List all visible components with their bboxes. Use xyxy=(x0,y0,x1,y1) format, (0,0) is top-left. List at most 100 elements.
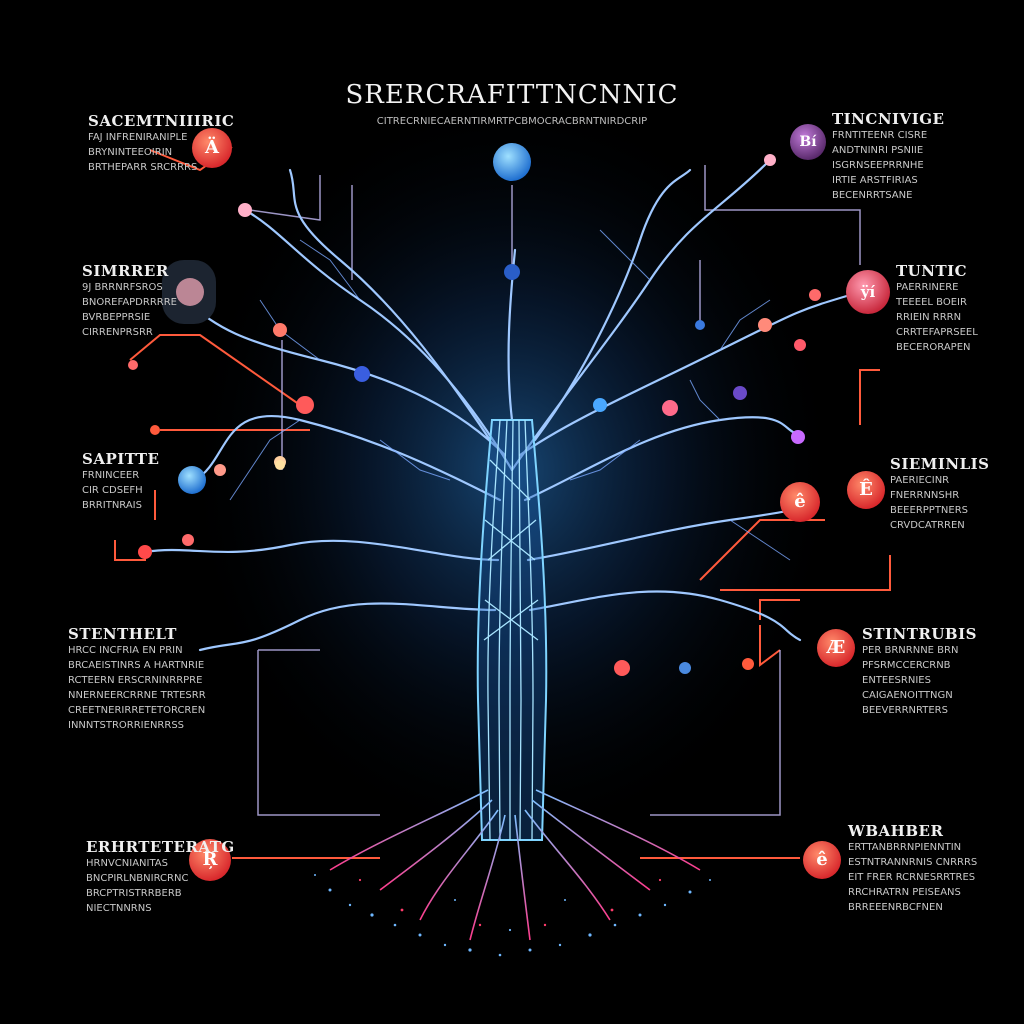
block-line: CIRRENPRSRR xyxy=(82,327,153,338)
block-heading: ERHRTETERATG xyxy=(86,838,235,856)
dot xyxy=(758,318,772,332)
block-line: ISGRNSEEPRRNHE xyxy=(832,160,924,171)
dot xyxy=(614,660,630,676)
text-block-upper-right: TUNTIC PAERRINERE TEEEEL BOEIR RRIEIN RR… xyxy=(896,262,1016,355)
block-line: BECERORAPEN xyxy=(896,342,971,353)
dot xyxy=(296,396,314,414)
root-8 xyxy=(535,789,701,871)
block-heading: SIEMINLIS xyxy=(890,455,990,473)
block-heading: SIMRRER xyxy=(82,262,169,280)
connector-right-upper xyxy=(859,369,880,425)
node-mid-right-b xyxy=(847,471,885,509)
block-line: BVRBEPPRSIE xyxy=(82,312,151,323)
block-line: PAERRINERE xyxy=(896,282,959,293)
block-heading: SAPITTE xyxy=(82,450,160,468)
branch-right-4 xyxy=(528,590,802,642)
block-line: PER BRNRNNE BRN xyxy=(862,645,959,656)
dot xyxy=(662,400,678,416)
block-line: FRNTITEENR CISRE xyxy=(832,130,928,141)
text-block-upper-left: SIMRRER 9J BRRNRFSROS BNOREFAPDRRRRE BVR… xyxy=(82,262,252,340)
sub-branch-7 xyxy=(729,519,791,561)
block-line: RCTEERN ERSCRNINRRPRE xyxy=(68,675,203,686)
node-lower-right xyxy=(817,629,855,667)
dot xyxy=(138,545,152,559)
block-line: FAJ INFRENIRANIPLE xyxy=(88,132,188,143)
node-upper-left xyxy=(176,278,204,306)
page-subtitle: CITRECRNIECAERNTIRMRTPCBMOCRACBRNTNIRDCR… xyxy=(376,116,648,127)
root-4 xyxy=(514,814,531,941)
frame-lines xyxy=(249,165,861,816)
block-line: CRRTEFAPRSEEL xyxy=(896,327,978,338)
sub-branch-4 xyxy=(599,229,651,281)
sub-branch-1 xyxy=(299,239,361,301)
node-mid-right-a xyxy=(780,482,820,522)
node-bottom-left xyxy=(189,839,231,881)
branch-top-left xyxy=(288,168,492,442)
block-line: CAIGAENOITTNGN xyxy=(862,690,953,701)
block-line: HRCC INCFRIA EN PRIN xyxy=(68,645,183,656)
block-line: RRIEIN RRRN xyxy=(896,312,962,323)
dot xyxy=(791,430,805,444)
block-line: INNNTSTRORRIENRRSS xyxy=(68,720,185,731)
root-1 xyxy=(379,799,493,891)
node-upper-right xyxy=(846,270,890,314)
dot xyxy=(238,203,252,217)
connector-right-mid xyxy=(720,555,891,591)
block-line: RRCHRATRN PEISEANS xyxy=(848,887,961,898)
dot xyxy=(150,425,160,435)
root-particles-red xyxy=(358,878,662,927)
dot xyxy=(593,398,607,412)
block-line: NIECTNNRNS xyxy=(86,903,152,914)
dot xyxy=(275,460,285,470)
page-title: SRERCRAFITTNCNNIC xyxy=(345,80,679,110)
block-line: BRREEENRBCFNEN xyxy=(848,902,943,913)
text-block-top-right: TINCNIVIGE FRNTITEENR CISRE ANDTNINRI PS… xyxy=(832,110,1002,203)
block-line: CIR CDSEFH xyxy=(82,485,143,496)
dot xyxy=(742,658,754,670)
block-heading: STENTHELT xyxy=(68,625,177,643)
frame-right xyxy=(650,650,781,816)
root-6 xyxy=(531,799,651,891)
branch-right-2 xyxy=(523,416,802,502)
block-line: BRTHEPARR SRCRRRS xyxy=(88,162,198,173)
node-top-right xyxy=(790,124,826,160)
junction-dots xyxy=(128,154,821,676)
node-top-center xyxy=(493,143,531,181)
dot xyxy=(182,534,194,546)
dot xyxy=(679,662,691,674)
block-line: PAERIECINR xyxy=(890,475,950,486)
block-line: BECENRRTSANE xyxy=(832,190,913,201)
block-line: CREETNERIRRETETORCREN xyxy=(68,705,206,716)
block-line: HRNVCNIANITAS xyxy=(86,858,168,869)
sub-branch-5 xyxy=(719,299,771,351)
dot xyxy=(354,366,370,382)
block-line: FNERRNNSHR xyxy=(890,490,960,501)
trunk-strands xyxy=(483,419,539,841)
block-heading: TUNTIC xyxy=(896,262,968,280)
sub-branch-6 xyxy=(689,379,721,421)
block-line: CRVDCATRREN xyxy=(890,520,965,531)
block-line: BEEERPPTNERS xyxy=(890,505,969,516)
branch-right-1 xyxy=(518,293,852,457)
block-line: TEEEEL BOEIR xyxy=(896,297,967,308)
dot xyxy=(504,264,520,280)
block-line: BRCAEISTINRS A HARTNRIE xyxy=(68,660,205,671)
block-line: ESTNTRANNRNIS CNRRRS xyxy=(848,857,978,868)
branch-upper-left xyxy=(243,208,514,472)
block-line: 9J BRRNRFSROS xyxy=(82,282,163,293)
dot xyxy=(764,154,776,166)
text-block-mid-right: SIEMINLIS PAERIECINR FNERRNNSHR BEEERPPT… xyxy=(890,455,1015,533)
trunk xyxy=(476,419,548,841)
connector-right-low xyxy=(759,625,781,667)
sub-branch-9 xyxy=(569,439,641,481)
block-line: NNERNEERCRRNE TRTESRR xyxy=(68,690,206,701)
root-3 xyxy=(469,814,506,941)
block-line: PFSRMCCERCRNB xyxy=(862,660,951,671)
block-heading: WBAHBER xyxy=(848,822,944,840)
block-line: BRCPTRISTRRBERB xyxy=(86,888,182,899)
node-top-left xyxy=(192,128,232,168)
dot xyxy=(695,320,705,330)
branch-left-4 xyxy=(198,602,497,652)
